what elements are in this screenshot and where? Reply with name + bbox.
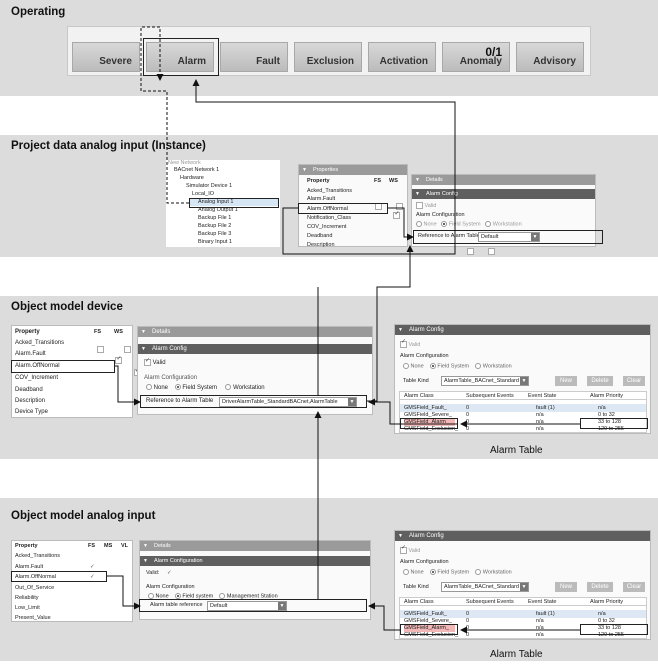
table-kind-select[interactable]: AlarmTable_BACnet_Standard▼ bbox=[441, 582, 529, 592]
property-row: COV_Increment bbox=[15, 375, 59, 381]
tree-item[interactable]: Simulator Device 1 bbox=[186, 183, 233, 189]
property-row-offnormal: Alarm.OffNormal bbox=[15, 363, 60, 369]
property-row: Deadband bbox=[307, 233, 333, 239]
device-alarm-table-panel: Alarm Config Valid Alarm Configuration N… bbox=[394, 324, 651, 434]
property-row: Deadband bbox=[15, 387, 43, 393]
tree-item[interactable]: Analog Output 1 bbox=[198, 207, 238, 213]
tree-item[interactable]: BACnet Network 1 bbox=[174, 167, 220, 173]
property-row: Reliability bbox=[15, 595, 39, 601]
tree-item[interactable]: Backup File 3 bbox=[198, 231, 232, 237]
chevron-down-icon: ▼ bbox=[348, 398, 356, 406]
new-button[interactable]: New bbox=[555, 376, 577, 386]
tree-item[interactable]: Backup File 2 bbox=[198, 223, 232, 229]
property-row: Out_Of_Service bbox=[15, 585, 55, 591]
analog-ref-label: Alarm table reference bbox=[150, 602, 203, 608]
analog-offnormal-highlight bbox=[11, 571, 107, 582]
analog-alarm-table-select[interactable]: Default▼ bbox=[207, 601, 287, 611]
section-title-om-device: Object model device bbox=[11, 301, 123, 313]
device-alarm-table-select[interactable]: DriverAlarmTable_StandardBACnet,AlarmTab… bbox=[219, 397, 357, 407]
tree-item[interactable]: Hardware bbox=[180, 175, 204, 181]
project-alarm-table-select[interactable]: Default▼ bbox=[478, 232, 540, 242]
chevron-down-icon: ▼ bbox=[278, 602, 286, 610]
new-button[interactable]: New bbox=[555, 582, 577, 592]
anomaly-count: 0/1 bbox=[485, 45, 502, 59]
analog-alarm-priority-highlight bbox=[580, 624, 648, 635]
property-row: Acked_Transitions bbox=[307, 188, 353, 194]
tree-item[interactable]: Binary Input 1 bbox=[198, 239, 232, 245]
property-row: Notification_Class bbox=[307, 215, 352, 221]
property-row: Device Type bbox=[15, 409, 48, 415]
device-alarm-class-highlight bbox=[400, 418, 458, 429]
property-row: Acked_Transitions bbox=[15, 553, 61, 559]
property-row-offnormal: Alarm.OffNormal bbox=[15, 574, 56, 580]
toolbar-button-severe[interactable]: Severe bbox=[72, 42, 140, 72]
section-title-operating: Operating bbox=[11, 6, 66, 18]
table-kind-select[interactable]: AlarmTable_BACnet_Standard▼ bbox=[441, 376, 529, 386]
alarm-table-caption: Alarm Table bbox=[490, 445, 543, 456]
property-row: Description bbox=[15, 398, 46, 404]
property-row: Low_Limit bbox=[15, 605, 40, 611]
clear-button[interactable]: Clear bbox=[623, 376, 645, 386]
property-row: Present_Value bbox=[15, 615, 51, 621]
property-row: COV_Increment bbox=[307, 224, 347, 230]
tree-item[interactable]: Local_IO bbox=[192, 191, 215, 197]
project-offnormal-highlight bbox=[298, 203, 388, 214]
tree-item[interactable]: Backup File 1 bbox=[198, 215, 232, 221]
toolbar-button-activation[interactable]: Activation bbox=[368, 42, 436, 72]
toolbar-button-fault[interactable]: Fault bbox=[220, 42, 288, 72]
property-row: Alarm.Fault bbox=[307, 196, 336, 202]
property-row: Acked_Transitions bbox=[15, 340, 65, 346]
project-ref-label: Reference to Alarm Table bbox=[418, 233, 480, 239]
toolbar-button-advisory[interactable]: Advisory bbox=[516, 42, 584, 72]
clear-button[interactable]: Clear bbox=[623, 582, 645, 592]
delete-button[interactable]: Delete bbox=[587, 376, 613, 386]
chevron-down-icon: ▼ bbox=[531, 233, 539, 241]
chevron-down-icon: ▼ bbox=[520, 377, 528, 385]
section-title-om-analog: Object model analog input bbox=[11, 510, 156, 522]
device-offnormal-highlight bbox=[11, 360, 115, 373]
chevron-down-icon: ▼ bbox=[520, 583, 528, 591]
section-title-project-data: Project data analog input (Instance) bbox=[11, 140, 206, 152]
property-row: Description bbox=[307, 242, 335, 248]
analog-alarm-class-highlight bbox=[400, 624, 458, 635]
delete-button[interactable]: Delete bbox=[587, 582, 613, 592]
device-properties-panel: Property FS WS Acked_Transitions Alarm.F… bbox=[11, 325, 224, 418]
analog-alarm-table-panel: Alarm Config Valid Alarm Configuration N… bbox=[394, 530, 651, 640]
toolbar-button-exclusion[interactable]: Exclusion bbox=[294, 42, 362, 72]
alarm-table-caption: Alarm Table bbox=[490, 649, 543, 660]
device-ref-label: Reference to Alarm Table bbox=[146, 398, 214, 404]
property-row: Alarm.Fault bbox=[15, 351, 46, 357]
device-alarm-priority-highlight bbox=[580, 418, 648, 429]
tree-analog-input-highlight bbox=[189, 198, 279, 208]
property-row: Alarm.Fault bbox=[15, 564, 44, 570]
alarm-button-highlight bbox=[143, 38, 219, 76]
